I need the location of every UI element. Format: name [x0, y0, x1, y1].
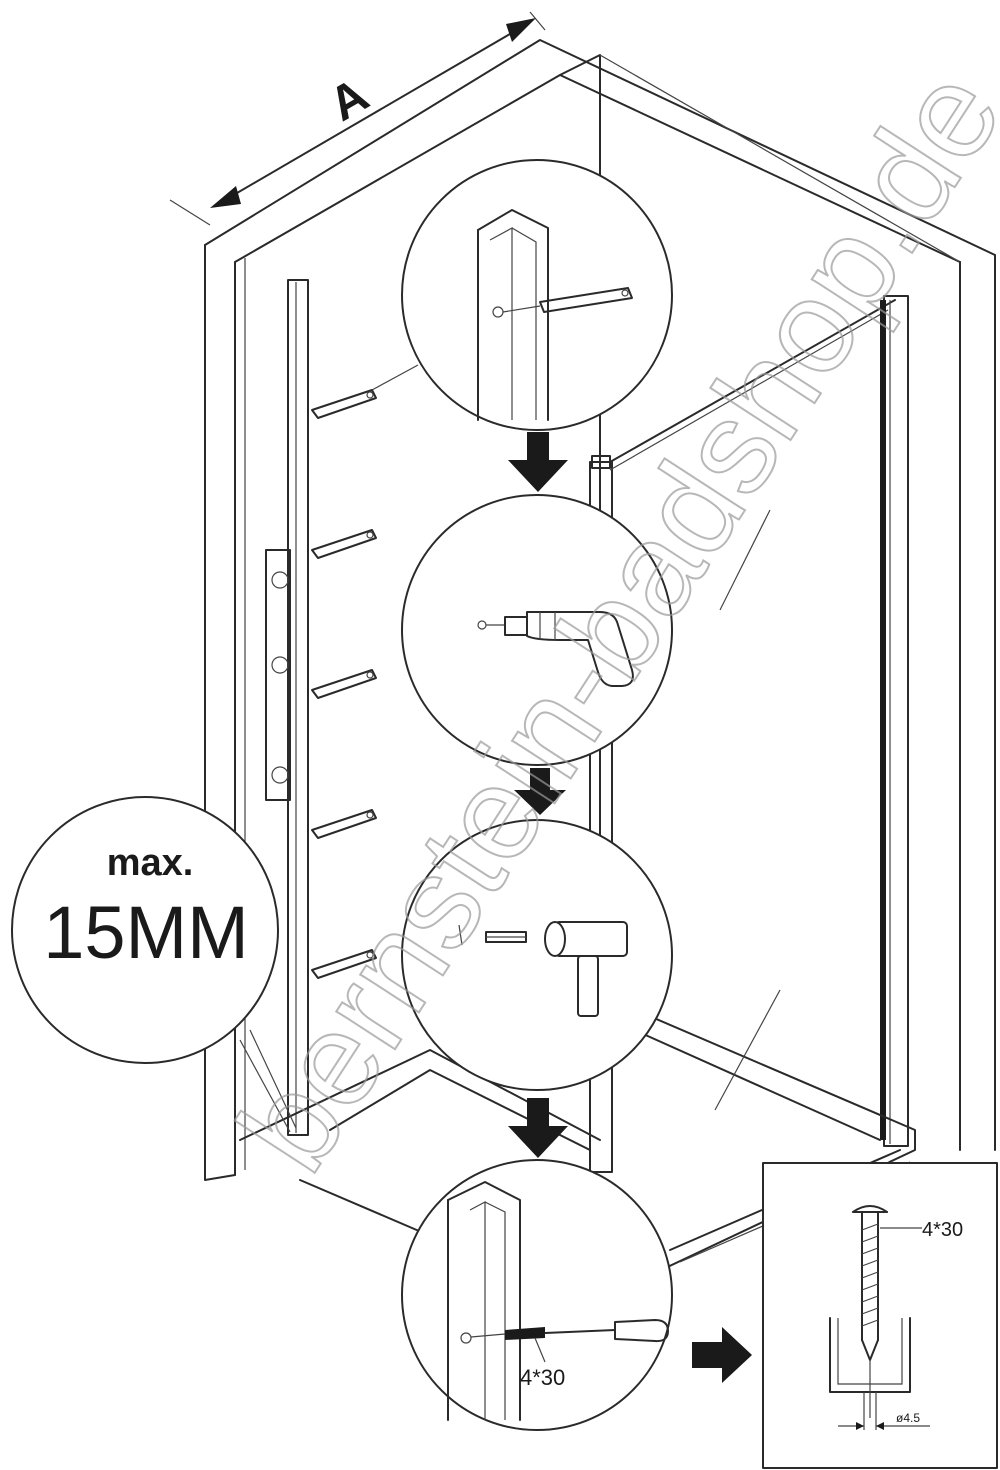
- enclosure-structure: [204, 39, 996, 1181]
- wall-dowel-1: [311, 389, 377, 419]
- step-3-hammer-detail: [401, 819, 673, 1091]
- left-wall-profile: [265, 279, 377, 1136]
- right-arrow: [692, 1327, 752, 1383]
- max-label: max.: [107, 842, 194, 884]
- step-arrows: [508, 432, 752, 1383]
- depth-label: 15MM: [43, 891, 249, 974]
- step-2-drill-detail: [401, 494, 673, 766]
- wall-dowel-4: [311, 809, 377, 839]
- inset-hole-label: ø4.5: [896, 1411, 920, 1425]
- inset-screw-label: 4*30: [922, 1219, 963, 1241]
- screw-callout-label: 4*30: [520, 1365, 565, 1390]
- step-1-mark-detail: [371, 159, 673, 431]
- wall-dowel-2: [311, 529, 377, 559]
- down-arrow-3: [508, 1098, 568, 1158]
- screw-dimension-inset: 4*30 ø4.5: [762, 1162, 998, 1469]
- dimension-a-label: A: [321, 69, 378, 132]
- down-arrow-2: [514, 768, 566, 815]
- down-arrow-1: [508, 432, 568, 492]
- max-depth-detail: max. 15MM: [11, 796, 297, 1133]
- wall-dowel-3: [311, 669, 377, 699]
- step-4-screw-detail: 4*30: [401, 1159, 673, 1431]
- wall-dowel-5: [311, 949, 377, 979]
